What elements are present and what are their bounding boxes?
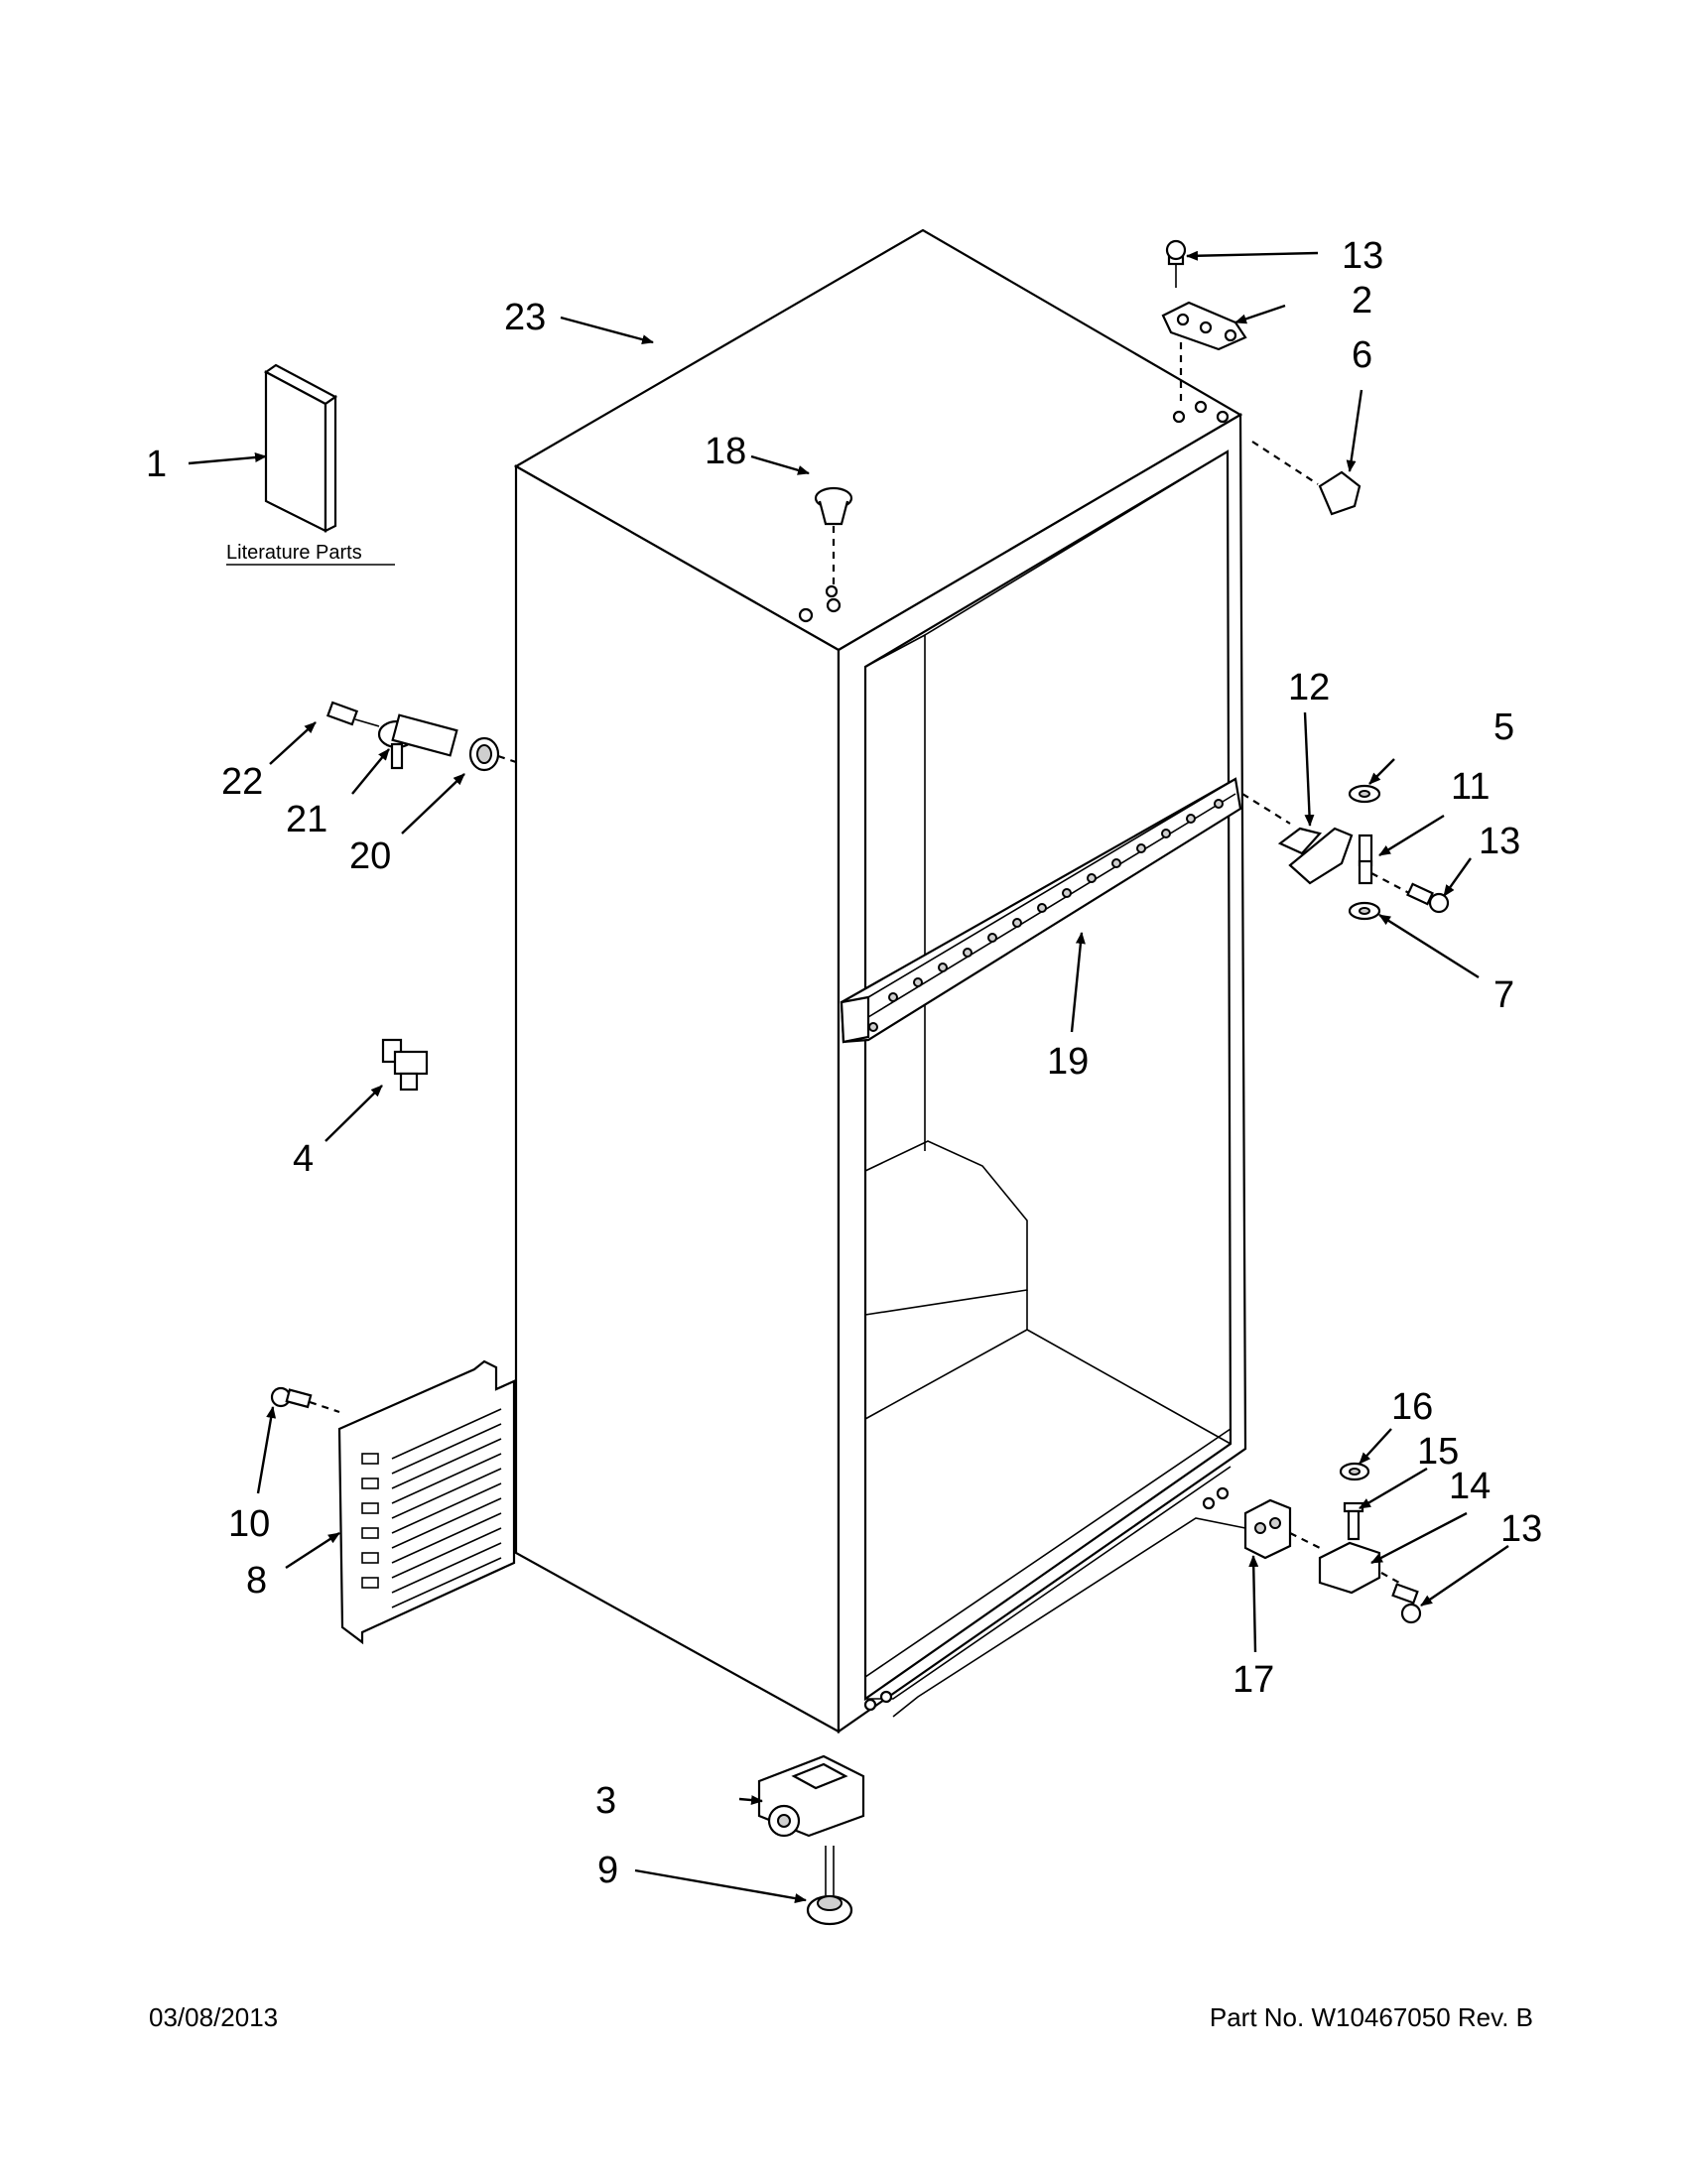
roller-and-leveling-leg: [757, 1754, 865, 1926]
callout-5: 5: [1493, 707, 1514, 748]
literature-parts: Literature Parts: [226, 363, 395, 566]
callout-1: 1: [146, 444, 167, 485]
callout-labels: 1 2 3 4 5 6 7 8 9 10 11 12 13 13 13 14 1…: [146, 235, 1542, 1891]
callout-8: 8: [246, 1560, 267, 1602]
valve-assembly: [325, 701, 517, 772]
footer-part-number: Part No. W10467050 Rev. B: [1210, 2002, 1533, 2032]
callout-14: 14: [1449, 1466, 1491, 1507]
callout-19: 19: [1047, 1041, 1089, 1083]
bottom-hinge: [1318, 1462, 1422, 1624]
callout-13-top: 13: [1342, 235, 1383, 277]
callout-12: 12: [1288, 667, 1330, 708]
center-rail: [840, 777, 1242, 1044]
callout-23: 23: [504, 297, 546, 338]
callout-3: 3: [595, 1780, 616, 1822]
plug-button: [814, 486, 853, 585]
callout-2: 2: [1352, 280, 1372, 321]
clip: [381, 1038, 429, 1092]
hinge-cover: [1251, 441, 1362, 516]
leader-arrows: [188, 250, 1509, 1904]
center-hinge: [1241, 784, 1450, 921]
callout-11: 11: [1451, 766, 1490, 808]
callout-10: 10: [228, 1503, 270, 1545]
refrigerator-cabinet: [513, 228, 1247, 1734]
callout-21: 21: [286, 799, 327, 840]
callout-13-middle: 13: [1479, 821, 1520, 862]
callout-18: 18: [705, 431, 746, 472]
screw-top: [1165, 239, 1187, 288]
screw-access-panel: [270, 1386, 340, 1414]
access-panel: [337, 1359, 516, 1645]
callout-6: 6: [1352, 334, 1372, 376]
callout-15: 15: [1417, 1431, 1459, 1473]
top-hinge: [1161, 301, 1247, 402]
footer-date: 03/08/2013: [149, 2002, 278, 2032]
callout-9: 9: [597, 1850, 618, 1891]
callout-17: 17: [1233, 1659, 1274, 1701]
bottom-spacer: [1243, 1498, 1321, 1560]
callout-22: 22: [221, 761, 263, 803]
callout-7: 7: [1493, 974, 1514, 1016]
callout-4: 4: [293, 1138, 314, 1180]
literature-parts-label: Literature Parts: [226, 542, 362, 564]
callout-20: 20: [349, 835, 391, 877]
callout-16: 16: [1391, 1386, 1433, 1428]
callout-13-bottom: 13: [1500, 1508, 1542, 1550]
